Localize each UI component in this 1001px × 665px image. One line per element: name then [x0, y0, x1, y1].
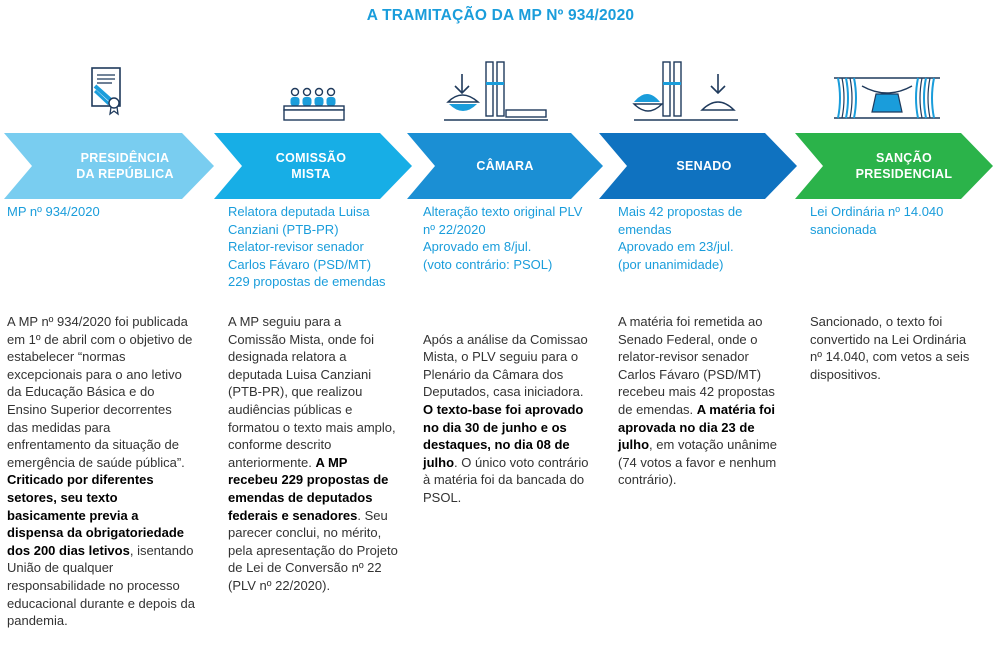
stage-description-comissao: A MP seguiu para a Comissão Mista, onde … [228, 313, 398, 595]
stage-label-line2: PRESIDENCIAL [855, 167, 953, 181]
summary-line: Alteração texto original PLV nº 22/2020 [423, 204, 583, 237]
stage-summary-presidencia: MP nº 934/2020 [7, 203, 207, 221]
stage-label-line1: SANÇÃO [876, 151, 932, 165]
stage-label-line1: COMISSÃO [275, 151, 347, 165]
desc-text: , em votação unânime (74 votos a favor e… [618, 437, 777, 488]
desc-text: A MP seguiu para a Comissão Mista, onde … [228, 314, 396, 470]
summary-line: Mais 42 propostas de emendas [618, 204, 743, 237]
stage-label-line1: CÂMARA [476, 159, 534, 173]
summary-line: MP nº 934/2020 [7, 204, 100, 219]
desc-highlight: A matéria foi aprovada no dia 23 de julh… [618, 401, 776, 453]
desc-highlight: Criticado por diferentes setores, seu te… [7, 472, 184, 558]
summary-line: Aprovado em 23/jul. [618, 239, 734, 255]
stage-arrow-comissao: COMISSÃO MISTA [214, 133, 414, 199]
senate-dome-icon [630, 58, 742, 128]
summary-line: Lei Ordinária nº 14.040 sancionada [810, 204, 944, 237]
chamber-of-deputies-icon [440, 58, 552, 128]
document-certificate-icon [82, 58, 130, 128]
desc-highlight: O texto-base foi aprovado no dia 30 de j… [423, 401, 584, 470]
stage-summary-camara: Alteração texto original PLV nº 22/2020 … [423, 203, 583, 273]
committee-people-icon [278, 58, 350, 128]
desc-text: A matéria foi remetida ao Senado Federal… [618, 314, 775, 417]
stage-description-camara: Após a análise da Comissao Mista, o PLV … [423, 313, 593, 507]
summary-line: (por unanimidade) [618, 256, 724, 272]
stage-label-line2: MISTA [291, 167, 331, 181]
summary-line: Relator-revisor senador Carlos Fávaro (P… [228, 239, 372, 272]
presidential-palace-icon [832, 58, 944, 128]
stage-arrow-senado: SENADO [599, 133, 799, 199]
page-title: A TRAMITAÇÃO DA MP Nº 934/2020 [366, 7, 635, 24]
stage-label-line1: SENADO [676, 159, 732, 173]
desc-text: . Seu parecer conclui, no mérito, pela a… [228, 507, 398, 593]
stage-arrow-presidencia: PRESIDÊNCIA DA REPÚBLICA [4, 133, 216, 199]
desc-text: , isentando União de qualquer responsabi… [7, 542, 195, 629]
stage-arrow-sancao: SANÇÃO PRESIDENCIAL [795, 133, 995, 199]
desc-text: Sancionado, o texto foi convertido na Le… [810, 314, 970, 382]
desc-text: Após a análise da Comissao Mista, o PLV … [423, 331, 588, 400]
stage-description-presidencia: A MP nº 934/2020 foi publicada em 1º de … [7, 313, 195, 630]
stage-summary-senado: Mais 42 propostas de emendas Aprovado em… [618, 203, 778, 273]
summary-line: Aprovado em 8/jul. [423, 239, 532, 255]
summary-line: (voto contrário: PSOL) [423, 256, 553, 272]
stage-arrow-camara: CÂMARA [407, 133, 605, 199]
desc-highlight: A MP recebeu 229 propostas de emendas de… [228, 454, 389, 523]
stage-summary-sancao: Lei Ordinária nº 14.040 sancionada [810, 203, 970, 238]
stage-summary-comissao: Relatora deputada Luisa Canziani (PTB-PR… [228, 203, 400, 291]
desc-text: . O único voto contrário à matéria foi d… [423, 454, 589, 505]
stage-description-senado: A matéria foi remetida ao Senado Federal… [618, 313, 788, 489]
summary-line: 229 propostas de emendas [228, 274, 386, 290]
stage-label-line1: PRESIDÊNCIA [80, 151, 170, 165]
stage-label-line2: DA REPÚBLICA [76, 167, 174, 181]
desc-text: A MP nº 934/2020 foi publicada em 1º de … [7, 314, 193, 470]
stage-description-sancao: Sancionado, o texto foi convertido na Le… [810, 313, 970, 383]
summary-line: Relatora deputada Luisa Canziani (PTB-PR… [228, 204, 370, 237]
